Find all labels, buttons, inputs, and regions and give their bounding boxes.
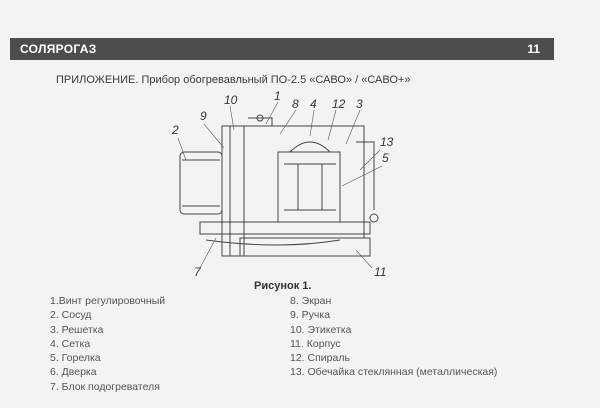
page-number: 11 <box>527 42 540 56</box>
legend-item: 2. Сосуд <box>50 309 92 322</box>
legend-item: 8. Экран <box>290 295 332 307</box>
legend-left: 1.Винт регулировочный 2. Сосуд 3. Решетк… <box>50 294 165 394</box>
column-shape <box>221 125 245 257</box>
callout-13: 13 <box>380 135 394 149</box>
callout-9: 9 <box>200 109 207 123</box>
legend-item: 9. Ручка <box>290 309 331 322</box>
brand-name: СОЛЯРОГАЗ <box>20 42 97 56</box>
legend-item: 12. Спираль <box>290 352 350 365</box>
legend-right: 8. Экран 9. Ручка 10. Этикетка 11. Корпу… <box>290 294 497 380</box>
burner-shape <box>277 151 341 223</box>
document-title: ПРИЛОЖЕНИЕ. Прибор обогревавльный ПО-2.5… <box>56 74 411 86</box>
callout-11: 11 <box>374 265 386 279</box>
legend-item: 7. Блок подогревателя <box>50 380 160 393</box>
legend-item: 11. Корпус <box>290 337 341 350</box>
heater-diagram: 1 2 3 4 5 7 8 9 10 11 12 13 <box>171 90 394 279</box>
callout-12: 12 <box>332 97 346 111</box>
legend-item: 5. Горелка <box>50 352 101 365</box>
header-bar: СОЛЯРОГАЗ 11 <box>10 38 554 60</box>
base-shape <box>199 221 371 235</box>
callout-1: 1 <box>274 90 281 103</box>
legend-item: 13. Обечайка стеклянная (металлическая) <box>290 366 498 379</box>
housing-base <box>239 237 371 257</box>
legend-item: 3. Решетка <box>50 323 104 336</box>
legend-item: 6. Дверка <box>50 366 97 379</box>
callout-7: 7 <box>194 265 202 279</box>
legend-item: 1.Винт регулировочный <box>50 295 166 307</box>
vessel-shape <box>179 151 223 215</box>
figure-caption: Рисунок 1. <box>254 280 312 292</box>
legend-item: 10. Этикетка <box>290 323 352 336</box>
technical-drawing: 1 2 3 4 5 7 8 9 10 11 12 13 <box>160 90 410 290</box>
callout-3: 3 <box>356 97 363 111</box>
callout-2: 2 <box>171 123 179 137</box>
callout-5: 5 <box>382 151 389 165</box>
callout-4: 4 <box>310 97 317 111</box>
callout-8: 8 <box>292 97 299 111</box>
callout-10: 10 <box>224 93 238 107</box>
legend-item: 4. Сетка <box>50 337 91 350</box>
